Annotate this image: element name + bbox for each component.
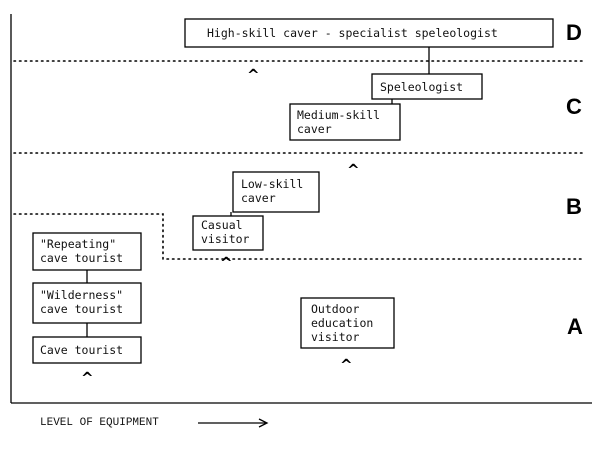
box-outdoor-education-visitor-line1: Outdoor: [311, 302, 360, 316]
box-high-skill-caver-label: High-skill caver - specialist speleologi…: [207, 26, 498, 40]
box-wilderness-cave-tourist-line2: cave tourist: [40, 302, 123, 316]
caret-mark-a-left: ^: [81, 369, 94, 387]
box-outdoor-education-visitor-line2: education: [311, 316, 373, 330]
box-outdoor-education-visitor-line3: visitor: [311, 330, 360, 344]
box-casual-visitor: [192, 215, 264, 251]
box-cave-tourist: [32, 336, 142, 364]
box-repeating-cave-tourist-line2: cave tourist: [40, 251, 123, 265]
axis-label: LEVEL OF EQUIPMENT: [40, 417, 159, 429]
box-medium-skill-caver-line1: Medium-skill: [297, 108, 380, 122]
box-low-skill-caver-line2: caver: [241, 191, 276, 205]
caret-mark-b: ^: [220, 254, 233, 272]
caret-mark-a-right: ^: [340, 356, 353, 374]
zone-divider-b-a: [13, 213, 585, 260]
zone-label-d: D: [566, 20, 582, 45]
box-repeating-cave-tourist: [32, 232, 142, 271]
box-medium-skill-caver-line2: caver: [297, 122, 332, 136]
box-low-skill-caver: [232, 171, 320, 213]
box-wilderness-cave-tourist-line1: "Wilderness": [40, 288, 123, 302]
box-speleologist: [371, 73, 483, 100]
caret-mark-d: ^: [247, 66, 260, 84]
box-outdoor-education-visitor: [300, 297, 395, 349]
box-casual-visitor-line1: Casual: [201, 218, 243, 232]
box-speleologist-label: Speleologist: [380, 80, 463, 94]
axis-arrow-icon: [198, 418, 269, 428]
box-wilderness-cave-tourist: [32, 282, 142, 324]
box-high-skill-caver: [184, 18, 554, 48]
box-cave-tourist-label: Cave tourist: [40, 343, 123, 357]
box-low-skill-caver-line1: Low-skill: [241, 177, 303, 191]
zone-label-c: C: [566, 94, 582, 119]
box-casual-visitor-line2: visitor: [201, 232, 250, 246]
caret-mark-c: ^: [347, 161, 360, 179]
box-medium-skill-caver: [289, 103, 401, 141]
zone-label-a: A: [567, 314, 583, 339]
zone-label-b: B: [566, 194, 582, 219]
box-repeating-cave-tourist-line1: "Repeating": [40, 237, 116, 251]
